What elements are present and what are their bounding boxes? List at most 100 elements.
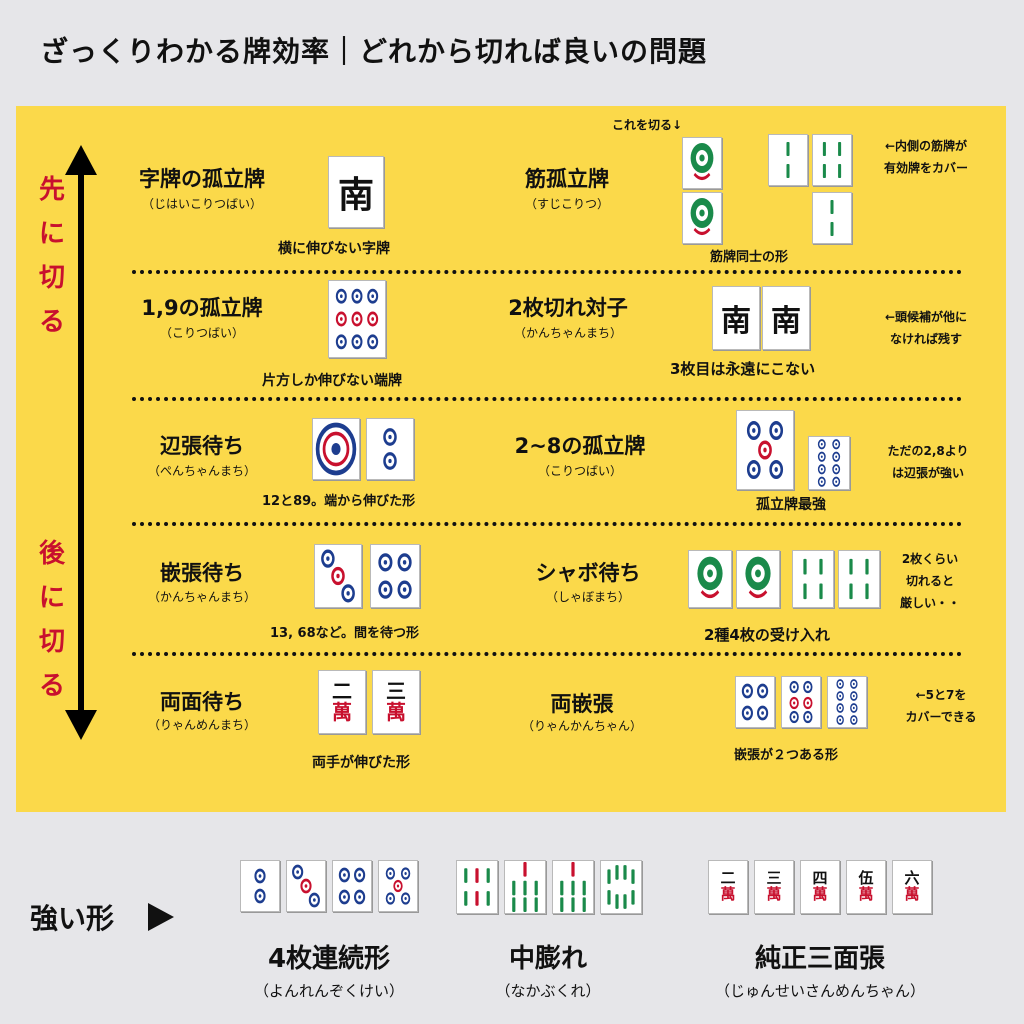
pure-three-sided-title: 純正三面張 <box>754 944 885 974</box>
vertical-arrow <box>78 170 84 715</box>
row3-left-reading: （ぺんちゃんまち） <box>147 464 256 478</box>
row5-note: ←5と7を カバーできる <box>888 684 994 728</box>
row1-right-caption: 筋牌同士の形 <box>710 250 789 265</box>
side-char: に <box>38 583 65 613</box>
tile-suit: 萬 <box>766 885 782 903</box>
sou-1-tile <box>736 550 780 608</box>
note-line: ただの2,8より <box>887 444 969 458</box>
row4-right-reading: （しゃぼまち） <box>545 590 630 604</box>
sou-tile <box>768 134 808 186</box>
row1-left-heading: 字牌の孤立牌 <box>139 167 265 191</box>
pin-8-tile <box>808 436 850 490</box>
sou-1-tile <box>688 550 732 608</box>
row4-right-heading: シャボ待ち <box>535 561 641 585</box>
row3-right-reading: （こりつばい） <box>537 464 623 478</box>
pin-9-tile <box>328 280 386 358</box>
triangle-right-icon <box>148 903 174 931</box>
tile-number: 二 <box>720 869 736 888</box>
south-wind-tile: 南 <box>328 156 384 228</box>
row5-left-heading: 両面待ち <box>160 690 244 714</box>
four-in-row-title: 4枚連続形 <box>267 944 391 974</box>
page-title: ざっくりわかる牌効率｜どれから切れば良いの問題 <box>40 35 708 68</box>
note-line: 切れると <box>905 574 954 588</box>
row2-right-reading: （かんちゃんまち） <box>513 326 622 340</box>
row2-right-caption: 3枚目は永遠にこない <box>670 360 816 378</box>
row3-right-heading: 2~8の孤立牌 <box>514 434 646 458</box>
side-char: に <box>38 219 65 249</box>
pin-6-tile <box>781 676 821 728</box>
tile-number: 三 <box>386 679 406 703</box>
note-line: ←5と7を <box>915 688 967 702</box>
man-2-tile: 二 萬 <box>318 670 366 734</box>
row3-left-caption: 12と89。端から伸びた形 <box>262 494 416 509</box>
row-divider <box>132 397 962 401</box>
row4-note: 2枚くらい 切れると 厳しい・・ <box>890 548 970 614</box>
row1-right-reading: （すじこりつ） <box>524 197 610 211</box>
man-3-tile: 三 萬 <box>754 860 794 914</box>
note-line: は辺張が強い <box>891 466 964 480</box>
sou-tile <box>504 860 546 914</box>
strong-shapes-label: 強い形 <box>30 902 115 935</box>
naka-bukure-title: 中膨れ <box>508 944 587 974</box>
cut-this-label: これを切る↓ <box>612 118 683 132</box>
sou-tile <box>600 860 642 914</box>
tile-suit: 萬 <box>858 885 874 903</box>
sou-tile <box>838 550 880 608</box>
tile-number: 四 <box>812 869 828 888</box>
man-6-tile: 六 萬 <box>892 860 932 914</box>
note-line: ←頭候補が他に <box>884 310 968 324</box>
side-char: 切 <box>38 263 65 293</box>
row3-left-heading: 辺張待ち <box>160 434 244 458</box>
pin-5-tile <box>378 860 418 912</box>
pin-2-tile <box>366 418 414 480</box>
note-line: ←内側の筋牌が <box>884 139 968 153</box>
row3-note: ただの2,8より は辺張が強い <box>866 440 990 484</box>
pure-three-sided-reading: （じゅんせいさんめんちゃん） <box>714 982 925 1000</box>
row5-right-heading: 両嵌張 <box>550 692 614 716</box>
row4-left-caption: 13, 68など。間を待つ形 <box>270 626 419 641</box>
pin-8-tile <box>827 676 867 728</box>
pin-1-tile <box>312 418 360 480</box>
man-5-tile: 伍 萬 <box>846 860 886 914</box>
row4-right-caption: 2種4枚の受け入れ <box>704 626 830 644</box>
sou-1-tile <box>682 137 722 189</box>
row2-note: ←頭候補が他に なければ残す <box>866 306 986 350</box>
pin-3-tile <box>286 860 326 912</box>
row2-left-caption: 片方しか伸びない端牌 <box>262 373 402 389</box>
south-wind-tile: 南 <box>762 286 810 350</box>
pin-3-tile <box>314 544 362 608</box>
row-divider <box>132 270 962 274</box>
sou-tile <box>456 860 498 914</box>
south-wind-tile: 南 <box>712 286 760 350</box>
row3-right-caption: 孤立牌最強 <box>756 497 826 513</box>
tile-suit: 萬 <box>812 885 828 903</box>
sou-tile <box>812 192 852 244</box>
side-char: 先 <box>38 175 65 205</box>
tile-number: 三 <box>766 869 782 888</box>
pin-4-tile <box>735 676 775 728</box>
note-line: 2枚くらい <box>901 552 959 566</box>
tile-number: 六 <box>904 869 920 888</box>
side-char: る <box>38 671 65 701</box>
note-line: カバーできる <box>905 710 977 724</box>
sou-tile <box>792 550 834 608</box>
row5-left-reading: （りゃんめんまち） <box>147 718 256 732</box>
man-3-tile: 三 萬 <box>372 670 420 734</box>
row5-right-reading: （りゃんかんちゃん） <box>521 719 642 733</box>
row1-left-caption: 横に伸びない字牌 <box>278 241 390 257</box>
row2-left-heading: 1,9の孤立牌 <box>141 296 263 320</box>
arrow-down-icon <box>65 710 97 740</box>
naka-bukure-reading: （なかぶくれ） <box>495 982 601 1000</box>
note-line: なければ残す <box>889 332 962 346</box>
side-char: る <box>38 307 65 337</box>
row1-left-reading: （じはいこりつばい） <box>141 197 263 211</box>
side-char: 切 <box>38 627 65 657</box>
row1-note: ←内側の筋牌が 有効牌をカバー <box>864 135 988 179</box>
note-line: 有効牌をカバー <box>883 161 968 175</box>
pin-2-tile <box>240 860 280 912</box>
row5-left-caption: 両手が伸びた形 <box>312 755 410 771</box>
tile-number: 二 <box>332 679 352 703</box>
sou-tile <box>812 134 852 186</box>
row4-left-reading: （かんちゃんまち） <box>147 590 256 604</box>
side-label-first: 先 に 切 る <box>32 168 72 344</box>
